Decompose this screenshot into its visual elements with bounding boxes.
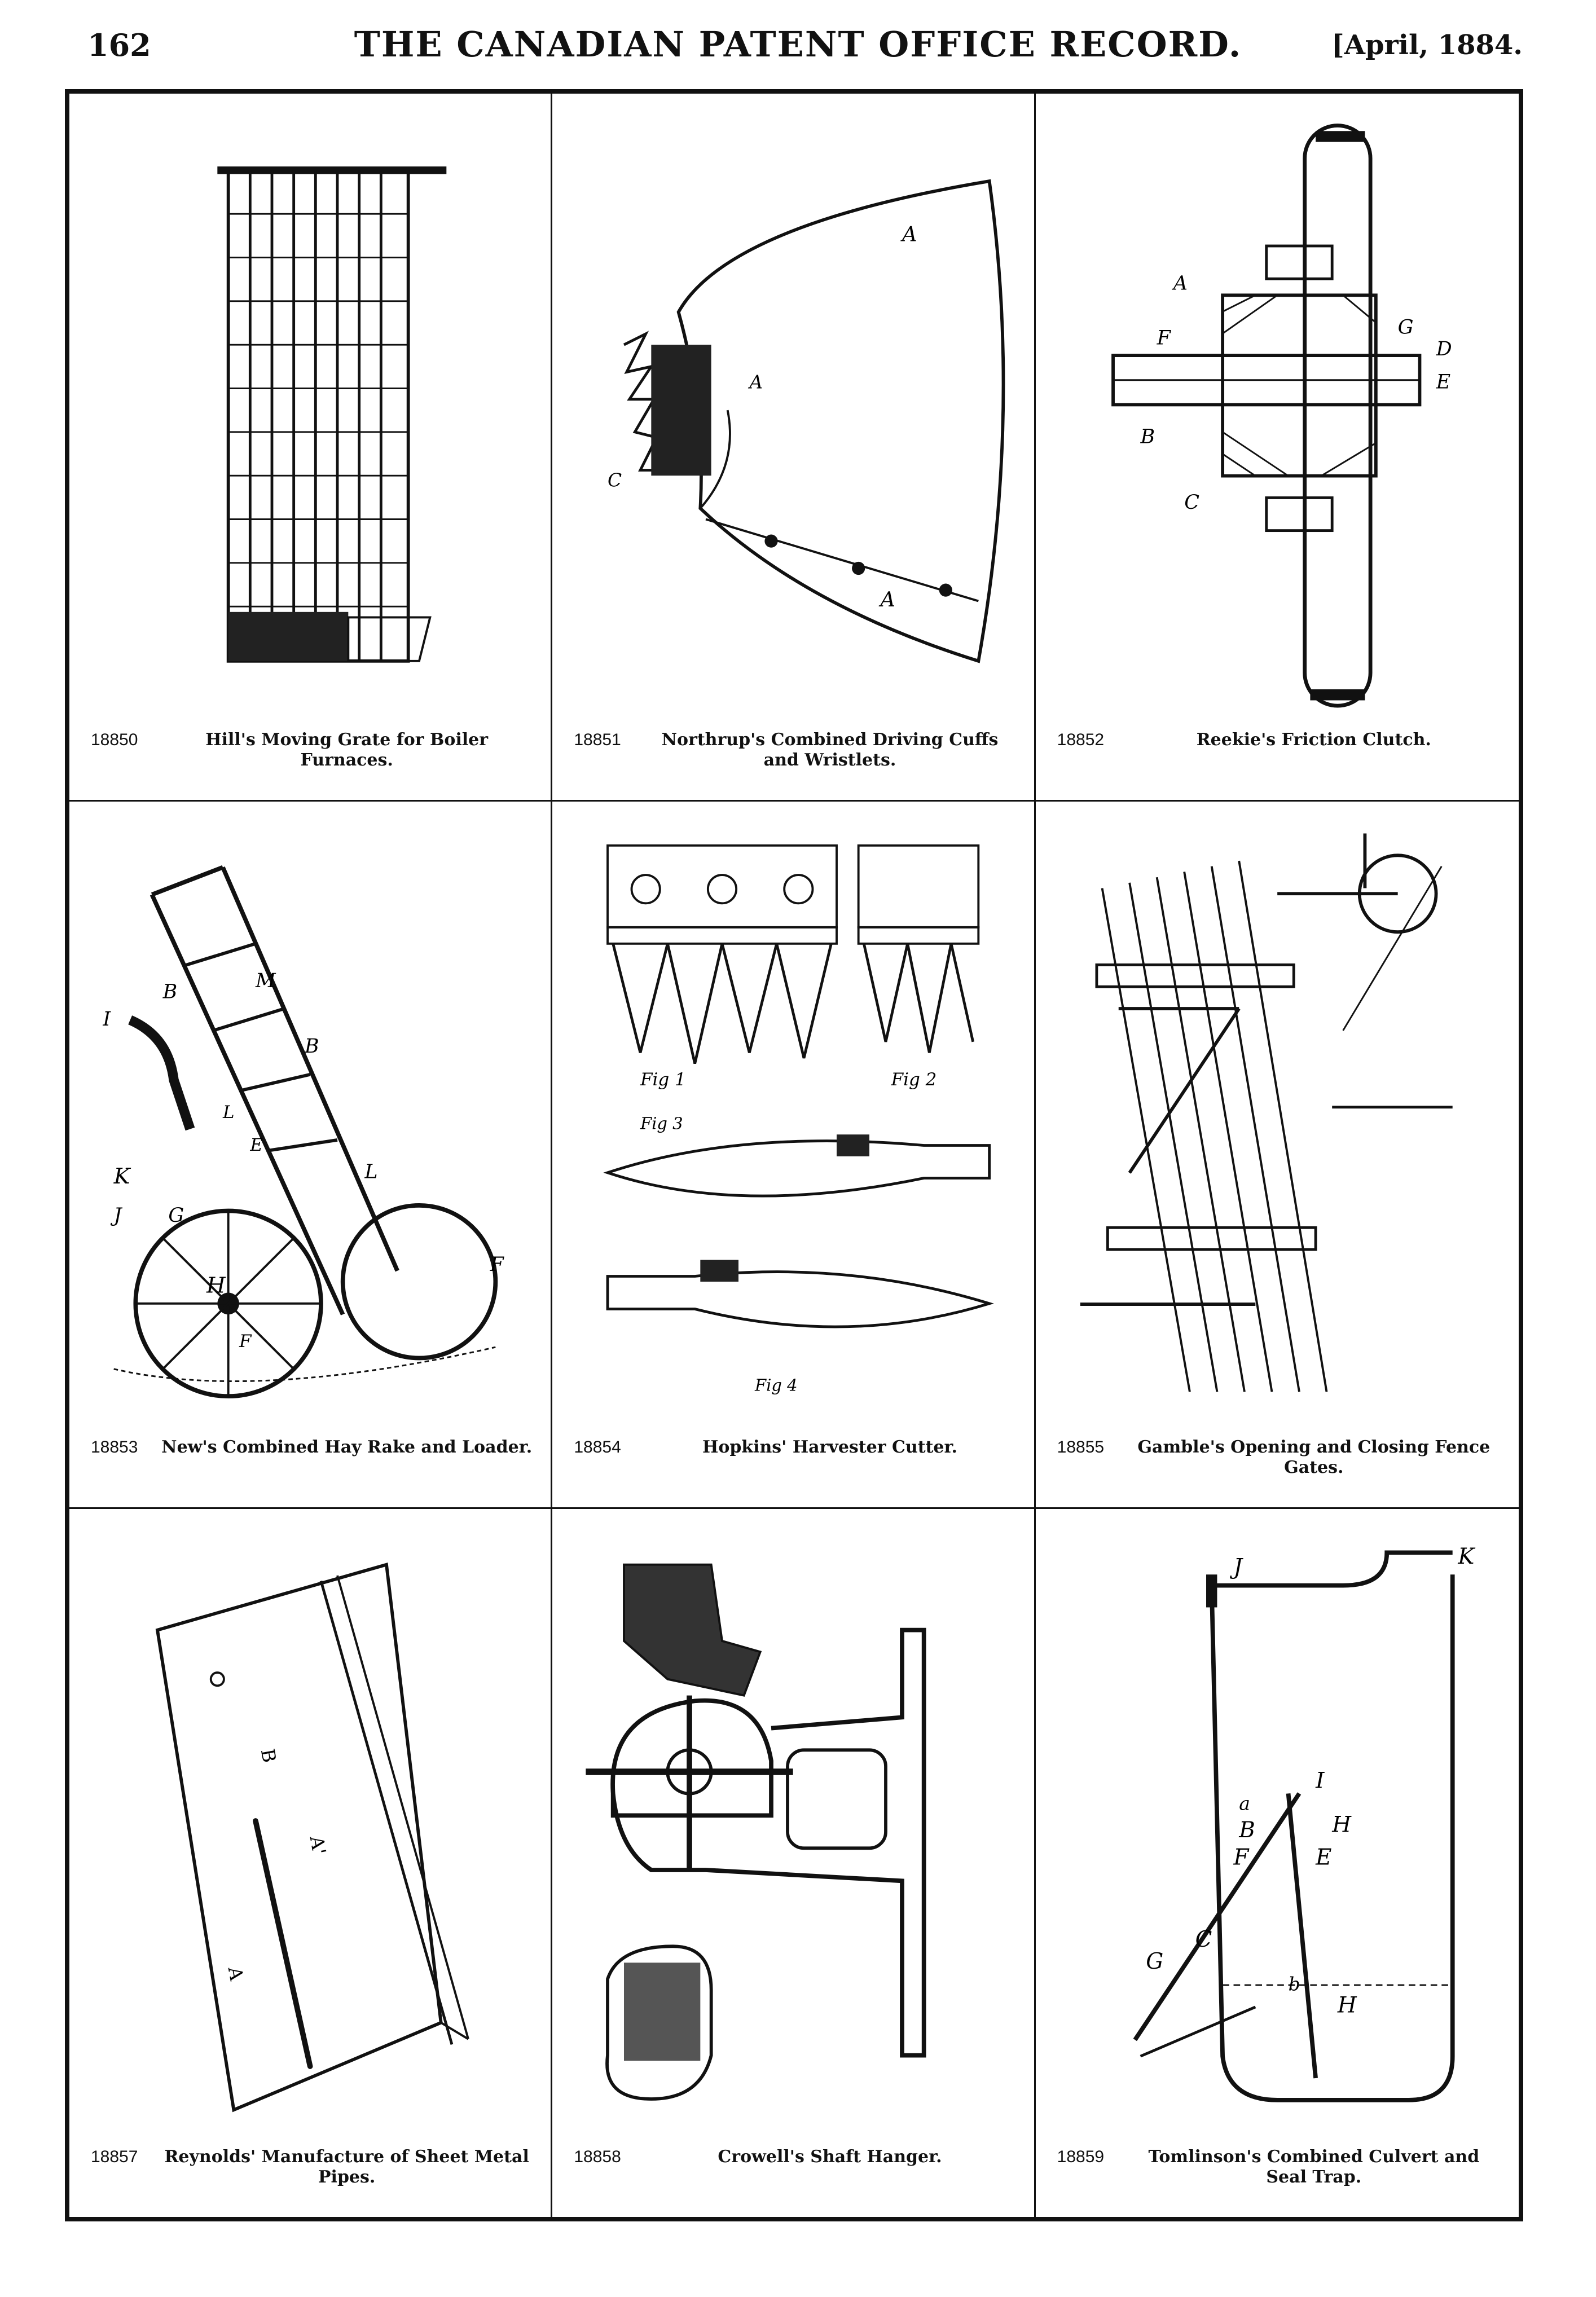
patent-cell-18855: 18855 Gamble's Opening and Closing Fence…	[1035, 802, 1519, 1510]
patent-title: Crowell's Shaft Hanger.	[718, 2146, 942, 2167]
figure-label: C	[1184, 491, 1199, 514]
patent-cell-18853: M B B I L E L K J G H F F 18853 New's Co…	[69, 801, 553, 1510]
patent-title: Gamble's Opening and Closing Fence Gates…	[1137, 1437, 1491, 1478]
patent-caption: 18859 Tomlinson's Combined Culvert and S…	[1053, 2145, 1502, 2201]
figure-label: B	[304, 1035, 319, 1058]
figure-label: Fig 3	[640, 1114, 683, 1133]
figure-label: B	[257, 1747, 281, 1764]
figure-label: H	[1331, 1812, 1352, 1838]
cuffs-illustration: A A A C	[575, 111, 1011, 721]
patent-caption: 18851 Northrup's Combined Driving Cuffs …	[569, 728, 1017, 784]
seal-trap-illustration: K J a I B H F E C G b H	[1058, 1526, 1496, 2138]
patent-cell-18858: 18858 Crowell's Shaft Hanger.	[552, 1509, 1036, 2217]
figure-label: A'	[306, 1834, 331, 1856]
figure-label: F	[1156, 327, 1171, 350]
figure-label: C	[1195, 1927, 1212, 1952]
figure-label: B	[162, 980, 178, 1003]
patent-caption: 18854 Hopkins' Harvester Cutter.	[569, 1435, 1017, 1491]
fence-gate-illustration	[1058, 819, 1496, 1429]
patent-number: 18858	[574, 2147, 621, 2166]
figure-label: A	[1171, 272, 1187, 295]
patent-title: Reynolds' Manufacture of Sheet Metal Pip…	[164, 2146, 529, 2187]
patent-title: Hopkins' Harvester Cutter.	[702, 1437, 957, 1458]
figure-label: G	[1397, 316, 1413, 338]
figure-label: C	[608, 469, 622, 491]
patent-cell-18857: B A' A 18857 Reynolds' Manufacture of Sh…	[69, 1509, 553, 2217]
patent-caption: 18855 Gamble's Opening and Closing Fence…	[1053, 1435, 1502, 1491]
figure-label: B	[1238, 1818, 1255, 1843]
figure-label: I	[102, 1007, 111, 1030]
patent-plate-grid: 18850 Hill's Moving Grate for Boiler Fur…	[65, 89, 1523, 2221]
figure-label: M	[255, 970, 276, 992]
figure-label: K	[113, 1164, 131, 1189]
figure-label: J	[1229, 1555, 1243, 1581]
figure-label: E	[1315, 1845, 1331, 1871]
patent-title: New's Combined Hay Rake and Loader.	[161, 1437, 533, 1458]
figure-label: F	[490, 1253, 505, 1275]
patent-caption: 18850 Hill's Moving Grate for Boiler Fur…	[86, 728, 534, 784]
figure-label: D	[1435, 338, 1452, 360]
figure-label: A	[879, 587, 896, 611]
figure-label: Fig 1	[640, 1070, 686, 1090]
figure-label: E	[249, 1135, 263, 1155]
figure-label: L	[222, 1102, 235, 1123]
hay-rake-illustration: M B B I L E L K J G H F F	[92, 819, 528, 1429]
patent-number: 18851	[574, 730, 621, 749]
patent-cell-18854: Fig 1 Fig 2 Fig 3 Fig 4 18854 Hopkins' H…	[552, 801, 1036, 1510]
figure-label: I	[1315, 1768, 1325, 1794]
issue-date: [April, 1884.	[1331, 29, 1523, 61]
figure-label: G	[168, 1204, 184, 1226]
figure-label: H	[206, 1273, 226, 1298]
page-header: 162 THE CANADIAN PATENT OFFICE RECORD. […	[0, 0, 1596, 85]
patent-caption: 18857 Reynolds' Manufacture of Sheet Met…	[86, 2145, 534, 2201]
figure-label: F	[1233, 1845, 1250, 1871]
patent-number: 18859	[1057, 2147, 1105, 2166]
patent-cell-18859: K J a I B H F E C G b H 18859 Tomlinson'…	[1036, 1509, 1519, 2217]
patent-caption: 18858 Crowell's Shaft Hanger.	[569, 2145, 1017, 2201]
shaft-hanger-illustration	[575, 1526, 1011, 2138]
figure-label: A	[748, 371, 763, 393]
figure-label: b	[1288, 1973, 1300, 1995]
figure-label: Fig 2	[891, 1070, 937, 1090]
patent-number: 18853	[91, 1438, 138, 1457]
cutter-illustration: Fig 1 Fig 2 Fig 3 Fig 4	[575, 819, 1011, 1429]
patent-cell-18852: A F G D E B C 18852 Reekie's Friction Cl…	[1035, 94, 1519, 802]
patent-number: 18855	[1057, 1438, 1105, 1457]
figure-label: J	[111, 1204, 123, 1226]
figure-label: E	[1435, 371, 1450, 393]
patent-number: 18857	[91, 2147, 138, 2166]
journal-title: THE CANADIAN PATENT OFFICE RECORD.	[354, 24, 1242, 65]
figure-label: K	[1457, 1544, 1475, 1569]
figure-label: Fig 4	[754, 1375, 798, 1394]
figure-label: A	[900, 222, 917, 246]
patent-caption: 18852 Reekie's Friction Clutch.	[1053, 728, 1502, 784]
patent-title: Northrup's Combined Driving Cuffs and Wr…	[661, 729, 999, 770]
figure-label: B	[1140, 425, 1155, 448]
patent-title: Tomlinson's Combined Culvert and Seal Tr…	[1148, 2146, 1480, 2187]
patent-title: Hill's Moving Grate for Boiler Furnaces.	[205, 729, 489, 770]
patent-caption: 18853 New's Combined Hay Rake and Loader…	[86, 1435, 534, 1491]
page-number: 162	[87, 27, 151, 63]
figure-label: A	[224, 1965, 248, 1983]
figure-label: L	[364, 1160, 377, 1183]
figure-label: F	[239, 1331, 252, 1352]
sheet-pipe-illustration: B A' A	[92, 1526, 528, 2138]
figure-label: G	[1146, 1949, 1163, 1974]
patent-cell-18851: A A A C 18851 Northrup's Combined Drivin…	[552, 94, 1036, 802]
patent-number: 18854	[574, 1438, 621, 1457]
patent-number: 18850	[91, 730, 138, 749]
patent-number: 18852	[1057, 730, 1105, 749]
patent-cell-18850: 18850 Hill's Moving Grate for Boiler Fur…	[69, 94, 553, 802]
figure-label: H	[1337, 1993, 1357, 2018]
grate-illustration	[92, 111, 528, 721]
clutch-illustration: A F G D E B C	[1058, 111, 1496, 721]
figure-label: a	[1239, 1793, 1250, 1815]
patent-title: Reekie's Friction Clutch.	[1196, 729, 1431, 750]
